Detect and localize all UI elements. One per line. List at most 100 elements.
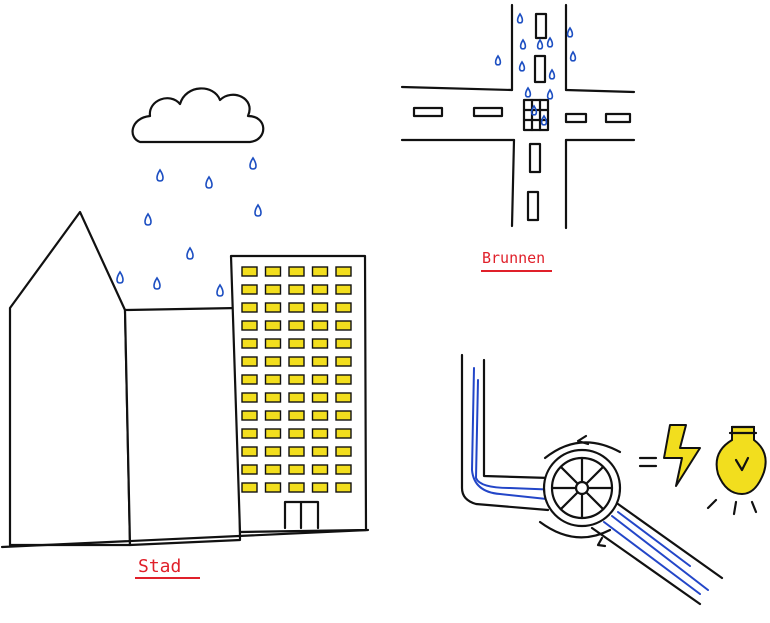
window (288, 266, 305, 277)
raindrop-icon (516, 12, 524, 24)
window (264, 338, 282, 349)
window (311, 338, 329, 349)
raindrop-icon (524, 86, 532, 98)
rain (116, 156, 262, 297)
window (288, 446, 305, 457)
wheel-spoke (559, 465, 579, 485)
lightning-icon (663, 424, 701, 487)
window (264, 428, 282, 439)
window (335, 392, 352, 403)
window (264, 482, 282, 493)
window (335, 356, 352, 367)
gable-house (8, 210, 132, 547)
raindrop-icon (546, 36, 554, 48)
window (311, 446, 329, 457)
window (241, 374, 258, 385)
road-vertical-top (510, 3, 568, 92)
low-building (123, 306, 242, 547)
window (311, 392, 329, 403)
window (311, 464, 329, 475)
window (335, 374, 352, 385)
raindrop-icon (254, 203, 262, 217)
window (311, 320, 329, 331)
raindrop-icon (216, 283, 224, 297)
window (335, 338, 352, 349)
window (264, 302, 282, 313)
raindrop-icon (249, 156, 257, 170)
window (241, 446, 258, 457)
window (311, 356, 329, 367)
window (311, 266, 329, 277)
raindrop-icon (144, 212, 152, 226)
pipe-inner (482, 358, 552, 480)
window (288, 464, 305, 475)
pipe-outer (460, 353, 550, 512)
window (264, 464, 282, 475)
window (264, 356, 282, 367)
window (335, 410, 352, 421)
window (335, 266, 352, 277)
raindrop-icon (518, 60, 526, 72)
waterwheel-icon (538, 434, 622, 548)
raindrop-icon (548, 68, 556, 80)
raindrop-icon (530, 104, 538, 116)
window (311, 374, 329, 385)
window (288, 338, 305, 349)
outflow-channel (590, 502, 724, 606)
window (264, 266, 282, 277)
wheel-spoke (585, 491, 605, 511)
window (288, 482, 305, 493)
road-horizontal (400, 85, 636, 142)
window (241, 302, 258, 313)
raindrop-icon (569, 50, 577, 62)
window (241, 356, 258, 367)
window (288, 374, 305, 385)
groundwater-drops (494, 12, 577, 126)
raindrop-icon (153, 276, 161, 290)
window (241, 284, 258, 295)
window (288, 320, 305, 331)
turbine-scene (460, 353, 767, 606)
window (311, 428, 329, 439)
raindrop-icon (536, 38, 544, 50)
window (335, 482, 352, 493)
window (241, 338, 258, 349)
window (311, 302, 329, 313)
raindrop-icon (186, 246, 194, 260)
window (241, 392, 258, 403)
high-rise-windows (241, 266, 352, 493)
equals-sign (638, 456, 658, 468)
window (288, 356, 305, 367)
window (264, 374, 282, 385)
window (311, 410, 329, 421)
window (335, 284, 352, 295)
window (335, 320, 352, 331)
road-vertical-bottom (510, 138, 568, 230)
window (288, 428, 305, 439)
raindrop-icon (116, 270, 124, 284)
city-scene: Stad (0, 87, 370, 579)
window (264, 446, 282, 457)
window (241, 428, 258, 439)
window (241, 410, 258, 421)
raindrop-icon (546, 88, 554, 100)
window (264, 284, 282, 295)
well-label: Brunnen (482, 249, 545, 267)
window (264, 392, 282, 403)
window (288, 284, 305, 295)
raindrop-icon (519, 38, 527, 50)
raindrop-icon (205, 175, 213, 189)
raindrop-icon (540, 114, 548, 126)
cloud-icon (131, 87, 265, 144)
ground-line (0, 528, 370, 549)
window (288, 302, 305, 313)
window (288, 392, 305, 403)
window (264, 410, 282, 421)
lightbulb-icon (706, 425, 767, 516)
lane-markings (412, 12, 632, 222)
window (311, 482, 329, 493)
window (288, 410, 305, 421)
window (335, 446, 352, 457)
window (335, 464, 352, 475)
window (241, 464, 258, 475)
